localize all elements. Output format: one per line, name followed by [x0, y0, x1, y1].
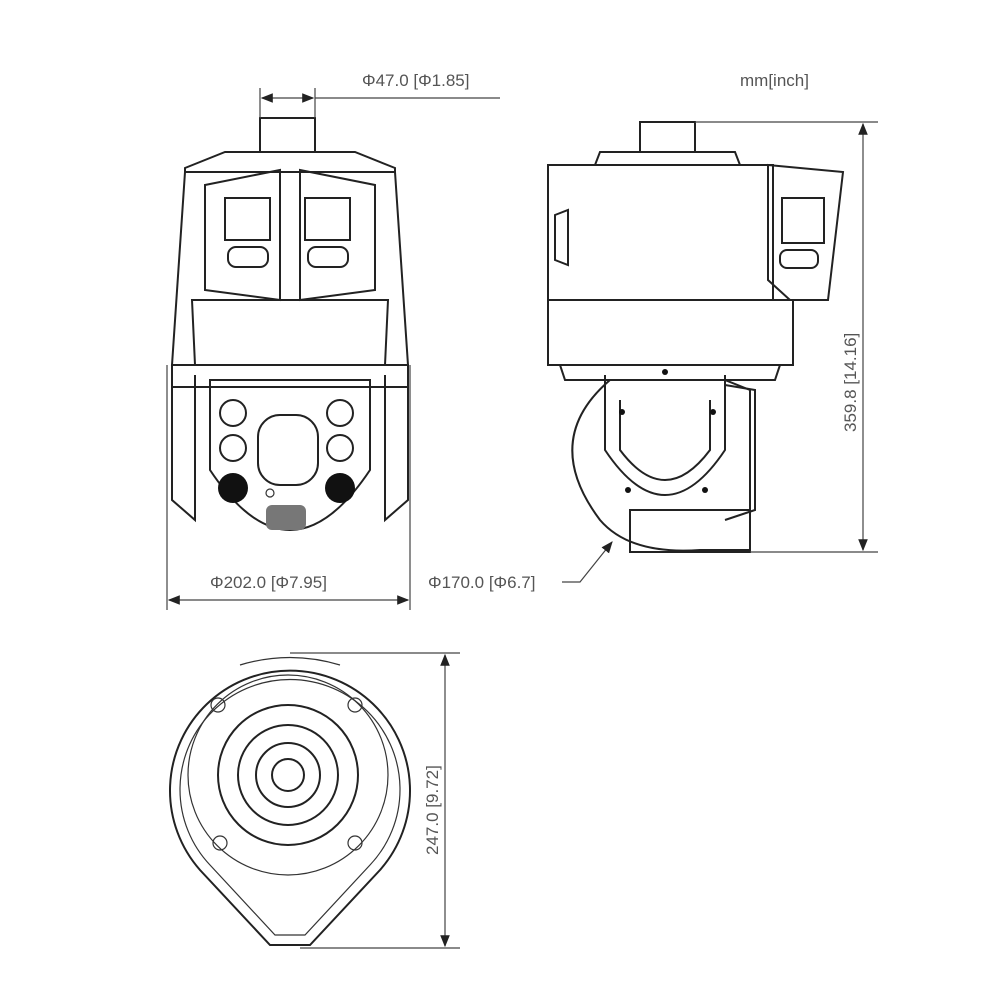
- svg-text:Φ170.0 [Φ6.7]: Φ170.0 [Φ6.7]: [428, 573, 535, 592]
- svg-text:Φ47.0 [Φ1.85]: Φ47.0 [Φ1.85]: [362, 71, 469, 90]
- body-diameter-dimension: Φ202.0 [Φ7.95]: [166, 365, 411, 610]
- svg-text:359.8 [14.16]: 359.8 [14.16]: [841, 333, 860, 432]
- total-height-dimension: 359.8 [14.16]: [695, 121, 878, 553]
- units-label: mm[inch]: [740, 71, 809, 90]
- side-view: [547, 121, 845, 553]
- dome-diameter-dimension: Φ170.0 [Φ6.7]: [428, 541, 613, 592]
- svg-text:247.0 [9.72]: 247.0 [9.72]: [423, 765, 442, 855]
- svg-text:Φ202.0 [Φ7.95]: Φ202.0 [Φ7.95]: [210, 573, 327, 592]
- front-view: [170, 117, 410, 531]
- bottom-view: [169, 656, 411, 946]
- bottom-depth-dimension: 247.0 [9.72]: [290, 652, 460, 949]
- mount-diameter-dimension: Φ47.0 [Φ1.85]: [259, 71, 500, 118]
